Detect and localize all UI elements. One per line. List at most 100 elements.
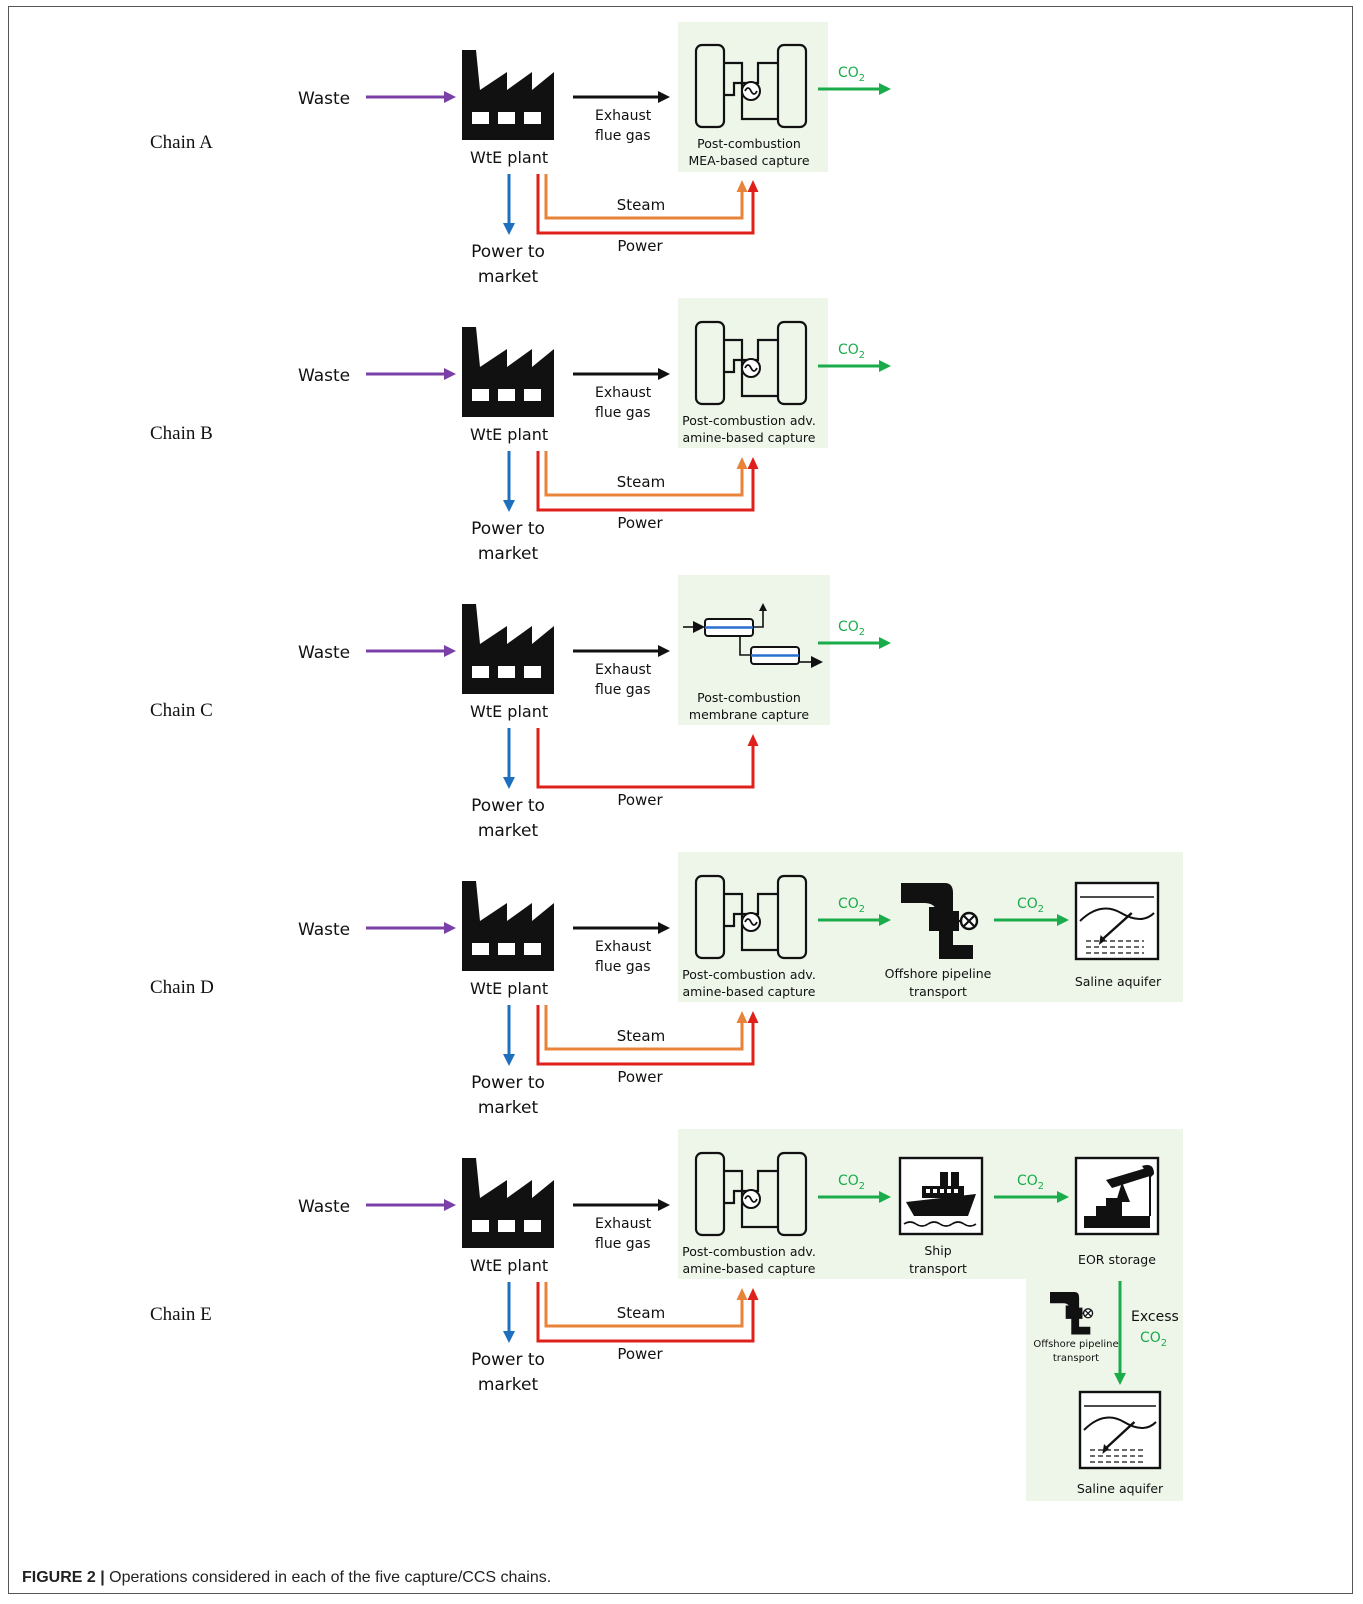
power-to-market-arrow <box>503 451 515 512</box>
chain-label: Chain B <box>150 423 213 444</box>
power-arrow <box>536 451 759 512</box>
excess-storage-label: Saline aquifer <box>1077 1481 1164 1496</box>
chain-label: Chain E <box>150 1304 212 1325</box>
power-arrow <box>536 1282 759 1343</box>
co2-label: CO2 <box>838 896 865 915</box>
waste-label: Waste <box>298 643 350 663</box>
power-to-market-arrow <box>503 1282 515 1343</box>
figure-caption: FIGURE 2 | Operations considered in each… <box>22 1569 551 1587</box>
factory-icon <box>462 50 554 140</box>
membrane-icon <box>683 603 823 668</box>
waste-label: Waste <box>298 1197 350 1217</box>
excess-co2-arrow <box>1114 1281 1126 1385</box>
excess-label: Excess <box>1131 1309 1179 1325</box>
exhaust-arrow <box>573 1199 670 1211</box>
flue-gas-label: flue gas <box>595 1236 651 1252</box>
co2-arrow-2 <box>994 914 1069 926</box>
power-to-market-arrow <box>503 1005 515 1066</box>
flue-gas-label: flue gas <box>595 128 651 144</box>
exhaust-label: Exhaust <box>595 108 652 124</box>
exhaust-label: Exhaust <box>595 385 652 401</box>
exhaust-arrow <box>573 645 670 657</box>
saline-aquifer-icon <box>1074 881 1160 961</box>
membrane-inlet-arrow <box>683 621 705 633</box>
wte-plant-label: WtE plant <box>470 148 548 167</box>
co2-label: CO2 <box>838 65 865 84</box>
market-label: market <box>478 1375 539 1395</box>
exhaust-arrow <box>573 368 670 380</box>
excess-co2-label: CO2 <box>1140 1330 1167 1349</box>
power-arrow <box>536 1005 759 1066</box>
steam-label: Steam <box>617 1304 665 1322</box>
storage-label: EOR storage <box>1078 1252 1156 1267</box>
absorber-stripper-icon <box>694 43 808 129</box>
co2-arrow <box>818 914 891 926</box>
steam-arrow <box>544 1282 748 1328</box>
transport-label-line2: transport <box>909 1261 967 1276</box>
flue-gas-label: flue gas <box>595 405 651 421</box>
steam-arrow <box>544 451 748 497</box>
chain-label: Chain A <box>150 132 213 153</box>
power-to-market-label: Power to <box>471 796 545 816</box>
co2-label: CO2 <box>838 1173 865 1192</box>
power-to-market-label: Power to <box>471 242 545 262</box>
power-arrow <box>536 728 759 789</box>
chain-label: Chain D <box>150 977 214 998</box>
pipeline-icon <box>901 883 979 959</box>
co2-arrow <box>818 83 891 95</box>
excess-pipeline-label-line1: Offshore pipeline <box>1033 1339 1118 1350</box>
co2-arrow <box>818 1191 891 1203</box>
co2-label: CO2 <box>838 619 865 638</box>
waste-arrow <box>366 645 456 657</box>
transport-label-line1: Ship <box>924 1243 951 1258</box>
absorber-stripper-icon <box>694 1151 808 1237</box>
capture-label-line2: amine-based capture <box>683 430 816 445</box>
power-label: Power <box>617 514 663 532</box>
factory-icon <box>462 604 554 694</box>
figure-frame <box>8 6 1353 1594</box>
wte-plant-label: WtE plant <box>470 425 548 444</box>
waste-arrow <box>366 1199 456 1211</box>
steam-arrow <box>544 174 748 220</box>
capture-label-line2: amine-based capture <box>683 1261 816 1276</box>
power-to-market-arrow <box>503 728 515 789</box>
factory-icon <box>462 1158 554 1248</box>
steam-label: Steam <box>617 473 665 491</box>
steam-arrow <box>544 1005 748 1051</box>
market-label: market <box>478 267 539 287</box>
waste-label: Waste <box>298 366 350 386</box>
waste-arrow <box>366 368 456 380</box>
caption-label: FIGURE 2 | <box>22 1569 105 1586</box>
caption-text: Operations considered in each of the fiv… <box>109 1569 552 1586</box>
wte-plant-label: WtE plant <box>470 702 548 721</box>
saline-aquifer-icon <box>1078 1390 1162 1470</box>
market-label: market <box>478 544 539 564</box>
exhaust-label: Exhaust <box>595 1216 652 1232</box>
steam-label: Steam <box>617 196 665 214</box>
capture-label-line1: Post-combustion adv. <box>682 1244 816 1259</box>
waste-label: Waste <box>298 920 350 940</box>
exhaust-label: Exhaust <box>595 939 652 955</box>
power-to-market-label: Power to <box>471 1350 545 1370</box>
market-label: market <box>478 821 539 841</box>
market-label: market <box>478 1098 539 1118</box>
wte-plant-label: WtE plant <box>470 979 548 998</box>
membrane-outlet-arrow <box>799 656 823 668</box>
power-label: Power <box>617 791 663 809</box>
co2-label-2: CO2 <box>1017 1173 1044 1192</box>
transport-label-line1: Offshore pipeline <box>885 966 992 981</box>
pipeline-icon <box>1050 1292 1094 1335</box>
capture-label-line2: amine-based capture <box>683 984 816 999</box>
oil-pump-icon <box>1074 1156 1160 1236</box>
exhaust-label: Exhaust <box>595 662 652 678</box>
capture-label-line1: Post-combustion <box>697 690 801 705</box>
flue-gas-label: flue gas <box>595 682 651 698</box>
power-arrow <box>536 174 759 235</box>
capture-label-line1: Post-combustion adv. <box>682 967 816 982</box>
co2-arrow-2 <box>994 1191 1069 1203</box>
